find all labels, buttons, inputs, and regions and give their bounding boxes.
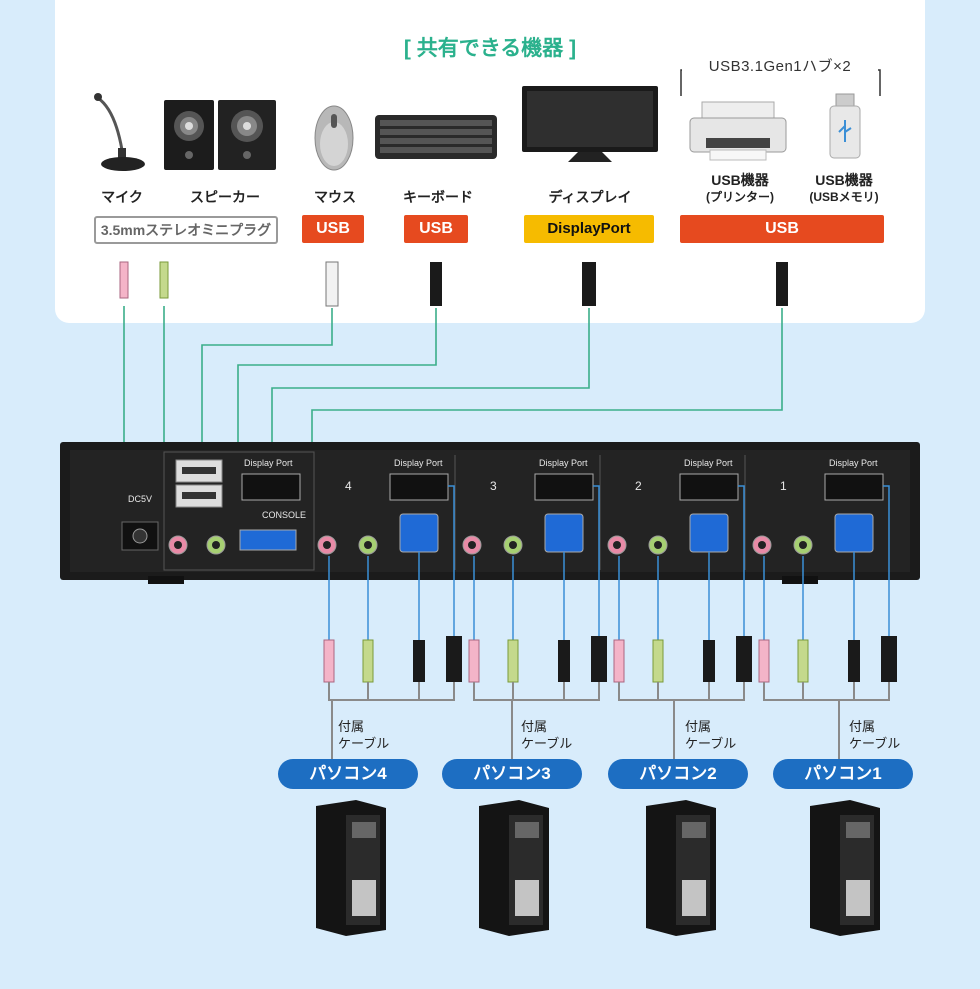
dc-label: DC5V [128, 494, 152, 504]
mouse-usb-badge: USB [302, 215, 364, 243]
cable-label-3: 付属ケーブル [521, 719, 573, 751]
svg-text:3: 3 [490, 479, 497, 493]
pc-tower-1-icon [810, 800, 880, 936]
mic-label: マイク [101, 189, 143, 205]
svg-text:Display Port: Display Port [394, 458, 443, 468]
console-dp-label: Display Port [244, 458, 293, 468]
pc-badge-1: パソコン1 [773, 759, 913, 789]
svg-text:4: 4 [345, 479, 352, 493]
pc-tower-4-icon [316, 800, 386, 936]
svg-text:1: 1 [780, 479, 787, 493]
usb-hub-badge: USB [680, 215, 884, 243]
cable-bundle-3 [468, 485, 607, 762]
pc-badge-3: パソコン3 [442, 759, 582, 789]
usb-memory-sublabel: (USBメモリ) [809, 190, 879, 204]
display-icon [522, 86, 658, 162]
svg-text:Display Port: Display Port [684, 458, 733, 468]
panel-title: [ 共有できる機器 ] [403, 37, 577, 60]
hub-note: USB3.1Gen1ハブ×2 [682, 55, 878, 76]
svg-text:Display Port: Display Port [539, 458, 588, 468]
display-label: ディスプレイ [548, 189, 632, 205]
cable-bundle-2 [613, 485, 752, 762]
console-label: CONSOLE [262, 510, 306, 520]
speaker-icon [164, 100, 276, 170]
mouse-icon [314, 105, 354, 171]
displayport-badge: DisplayPort [524, 215, 654, 243]
keyboard-label: キーボード [403, 189, 473, 205]
cable-label-2: 付属ケーブル [685, 719, 737, 751]
usb-hub-plug [776, 262, 788, 306]
pc-tower-2-icon [646, 800, 716, 936]
cable-label-1: 付属ケーブル [849, 719, 901, 751]
svg-text:2: 2 [635, 479, 642, 493]
kvm-dividers [163, 451, 746, 571]
usb-memory-label: USB機器 [815, 172, 873, 188]
audio-plug-badge: 3.5mmステレオミニプラグ [94, 216, 278, 244]
pc-tower-3-icon [479, 800, 549, 936]
display-plug [582, 262, 596, 306]
printer-icon [689, 101, 787, 161]
usb-printer-sublabel: (プリンター) [706, 190, 774, 204]
port-group-1: 1 Display Port [752, 458, 884, 555]
cable-bundle-4 [323, 485, 462, 762]
cable-label-4: 付属ケーブル [338, 719, 390, 751]
usb-memory-icon [829, 93, 861, 159]
mouse-label: マウス [314, 189, 356, 205]
speaker-label: スピーカー [190, 189, 260, 205]
microphone-icon [94, 93, 145, 171]
mouse-usb-plug [325, 261, 339, 307]
keyboard-usb-badge: USB [404, 215, 468, 243]
usb-printer-label: USB機器 [711, 172, 769, 188]
keyboard-icon [375, 115, 497, 159]
top-audio-plugs [119, 261, 169, 299]
pc-badge-4: パソコン4 [278, 759, 418, 789]
port-group-4: 4 Display Port [317, 458, 449, 555]
svg-text:Display Port: Display Port [829, 458, 878, 468]
keyboard-usb-plug [430, 262, 442, 306]
pc-badge-2: パソコン2 [608, 759, 748, 789]
cable-bundle-1 [758, 485, 897, 762]
